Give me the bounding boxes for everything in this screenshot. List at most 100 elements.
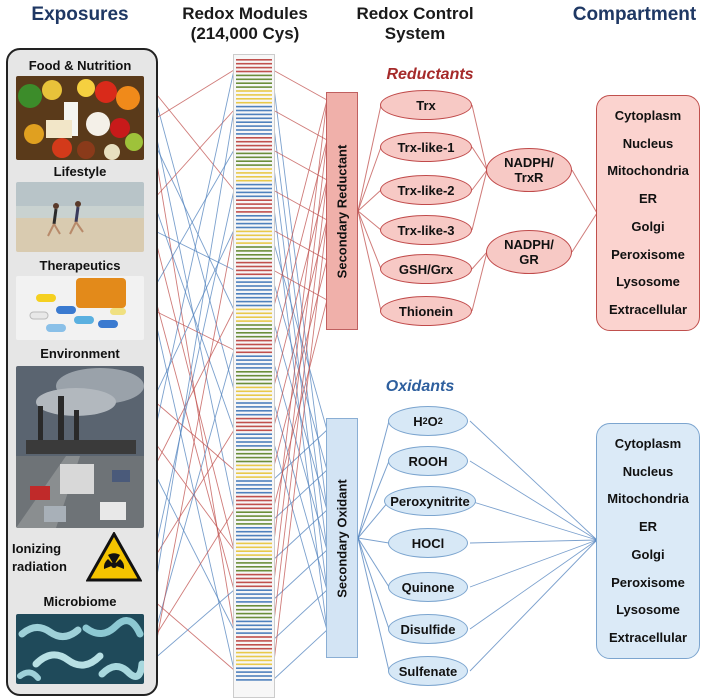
label-environment: Environment <box>40 346 120 361</box>
module-bar <box>236 257 272 260</box>
header-redox-modules: Redox Modules (214,000 Cys) <box>170 4 320 44</box>
compartment-mitochondria: Mitochondria <box>607 163 689 179</box>
connector-line <box>152 89 235 391</box>
module-bar <box>236 546 272 549</box>
module-bar <box>236 585 272 588</box>
connector-line <box>471 104 488 171</box>
module-bar <box>236 59 272 61</box>
module-bar <box>236 608 272 611</box>
nadph-gr: NADPH/ GR <box>486 230 572 274</box>
module-bar <box>236 246 272 248</box>
module-bar <box>236 332 272 334</box>
connector-line <box>152 69 235 441</box>
compartment-extracellular: Extracellular <box>608 630 688 646</box>
module-bar <box>236 312 272 315</box>
compartment-peroxisome: Peroxisome <box>611 574 685 590</box>
module-bar <box>236 222 272 225</box>
module-bar <box>236 632 272 634</box>
module-bar <box>236 679 272 681</box>
h2o2-sub1: 2 <box>422 415 428 426</box>
connector-line <box>272 509 328 561</box>
compartment-extracellular: Extracellular <box>608 302 688 318</box>
module-bar <box>236 390 272 393</box>
module-bar <box>236 550 272 552</box>
oxidant-quinone: Quinone <box>388 572 468 602</box>
compartment-lysosome: Lysosome <box>616 274 680 290</box>
connector-line <box>357 210 382 312</box>
module-bar <box>236 562 272 564</box>
module-bar <box>236 82 272 84</box>
module-bar <box>236 616 272 619</box>
module-bar <box>236 273 272 276</box>
module-bar <box>236 371 272 373</box>
module-bar <box>236 74 272 77</box>
module-bar <box>236 495 272 498</box>
oxidants-title: Oxidants <box>385 378 455 395</box>
module-bar <box>236 569 272 572</box>
oxidant-disulfide: Disulfide <box>388 614 468 644</box>
module-bar <box>236 445 272 447</box>
module-bar <box>236 355 272 357</box>
module-bar <box>236 293 272 295</box>
module-bar <box>236 452 272 455</box>
connector-line <box>469 460 598 541</box>
header-redox-control: Redox Control System <box>345 4 485 44</box>
connector-line <box>357 460 390 539</box>
nadph-trxr-line1: NADPH/ <box>504 155 554 170</box>
module-bar <box>236 296 272 299</box>
microbiome-image <box>16 614 144 684</box>
module-bar <box>236 238 272 240</box>
module-bar <box>236 441 272 443</box>
module-bar <box>236 62 272 65</box>
connector-line <box>571 169 598 214</box>
module-bar <box>236 667 272 669</box>
module-bar <box>236 530 272 533</box>
module-bar <box>236 413 272 416</box>
module-bar <box>236 140 272 143</box>
ionizing-line2: radiation <box>12 559 67 574</box>
connector-line <box>152 69 235 121</box>
connector-line <box>152 349 235 641</box>
connector-line <box>152 139 235 311</box>
environment-photo <box>16 366 144 528</box>
module-bar <box>236 129 272 131</box>
connector-line <box>152 139 235 631</box>
module-bar <box>236 421 272 424</box>
module-bar <box>236 456 272 459</box>
compartment-cytoplasm: Cytoplasm <box>614 435 682 451</box>
module-bar <box>236 480 272 482</box>
module-bar <box>236 121 272 123</box>
module-bar <box>236 468 272 471</box>
module-bar <box>236 261 272 264</box>
compartment-box-oxidant: Cytoplasm Nucleus Mitochondria ER Golgi … <box>596 423 700 659</box>
redox-module-bars <box>236 59 272 681</box>
header-compartment: Compartment <box>572 4 697 25</box>
connector-line <box>152 309 235 671</box>
module-bar <box>236 98 272 100</box>
compartment-nucleus: Nucleus <box>622 135 674 151</box>
connector-line <box>152 109 235 601</box>
module-bar <box>236 70 272 73</box>
module-bar <box>236 269 272 272</box>
module-bar <box>236 675 272 677</box>
connector-line <box>469 539 598 544</box>
connector-line <box>357 537 390 544</box>
module-bar <box>236 624 272 627</box>
nadph-trxr-line2: TrxR <box>514 170 544 185</box>
connector-line <box>272 219 328 671</box>
connector-line <box>357 537 390 672</box>
module-bar <box>236 527 272 529</box>
connector-line <box>469 420 598 541</box>
module-bar <box>236 558 272 560</box>
header-exposures: Exposures <box>31 4 129 25</box>
module-bar <box>236 386 272 389</box>
module-bar <box>236 417 272 420</box>
connector-line <box>152 309 235 351</box>
module-bar <box>236 647 272 650</box>
connector-line <box>272 589 328 641</box>
module-bar <box>236 168 272 170</box>
module-bar <box>236 538 272 541</box>
module-bar <box>236 187 272 190</box>
reductant-gsh-grx: GSH/Grx <box>380 254 472 284</box>
